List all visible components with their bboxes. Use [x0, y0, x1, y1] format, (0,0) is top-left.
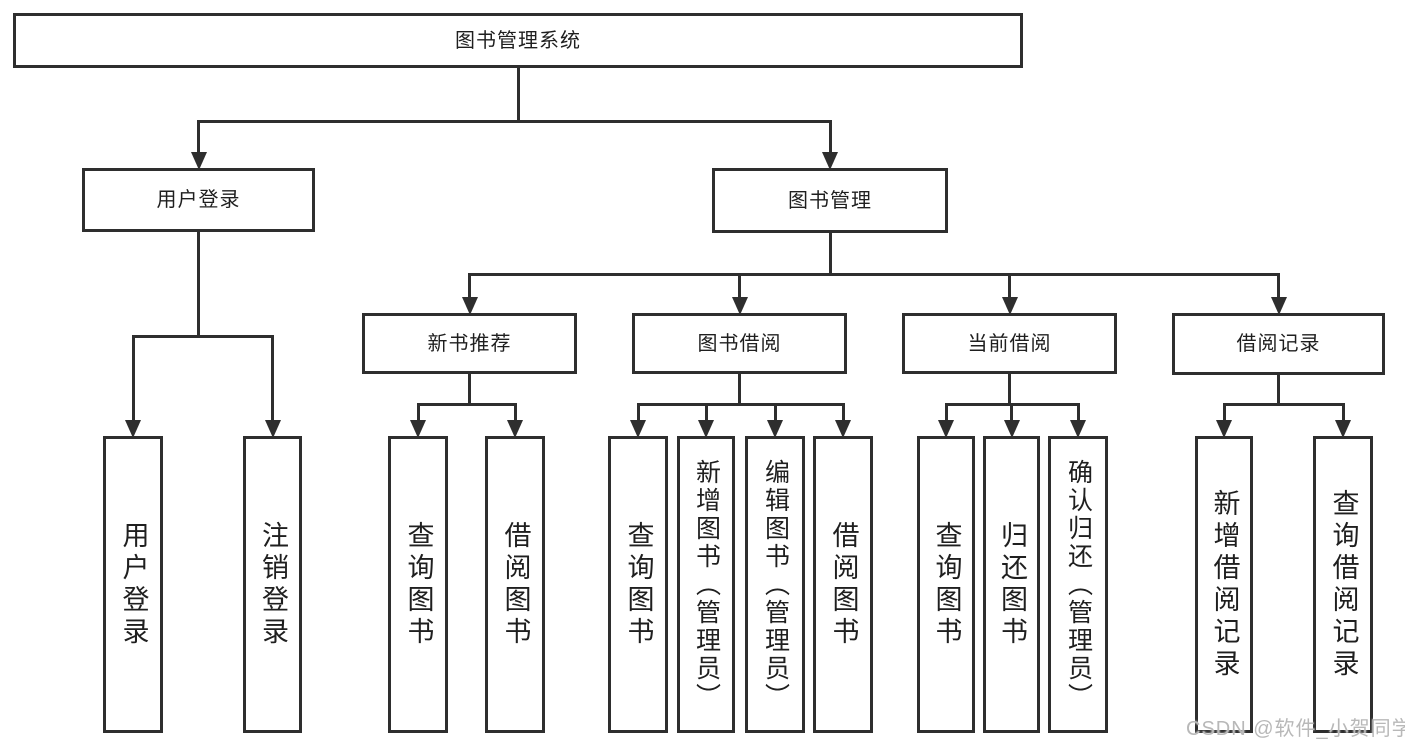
connector-line [197, 120, 832, 123]
diagram-node-book-borrow: 图书借阅 [632, 313, 847, 374]
diagram-node-leaf-logout: 注销登录 [243, 436, 302, 733]
diagram-node-label: 查询借阅记录 [1328, 488, 1359, 681]
diagram-node-label: 用户登录 [118, 520, 149, 649]
arrowhead-down-icon [264, 420, 281, 438]
connector-line [468, 273, 1280, 276]
diagram-node-user-login: 用户登录 [82, 168, 315, 232]
connector-line [513, 403, 517, 422]
diagram-node-label: 查询图书 [403, 520, 434, 649]
connector-line [636, 403, 845, 406]
diagram-node-root: 图书管理系统 [13, 13, 1023, 68]
arrowhead-down-icon [1003, 420, 1020, 438]
arrowhead-down-icon [822, 152, 838, 170]
connector-line [131, 335, 135, 422]
connector-line [1008, 273, 1011, 299]
arrowhead-down-icon [410, 420, 426, 438]
connector-line [197, 120, 200, 154]
connector-line [704, 403, 708, 422]
diagram-node-label: 当前借阅 [967, 332, 1052, 355]
connector-line [841, 403, 845, 422]
diagram-node-label: 编辑图书（管理员） [761, 458, 790, 711]
connector-line [773, 403, 777, 422]
arrowhead-down-icon [125, 420, 141, 438]
arrowhead-down-icon [1070, 420, 1086, 438]
connector-line [1222, 403, 1226, 422]
diagram-node-label: 注销登录 [258, 520, 288, 649]
diagram-node-label: 借阅记录 [1236, 333, 1321, 355]
connector-line [416, 403, 420, 422]
diagram-node-label: 确认归还（管理员） [1064, 458, 1093, 711]
diagram-node-label: 新增借阅记录 [1209, 488, 1240, 681]
connector-line [1277, 374, 1280, 406]
diagram-node-leaf-edit-book: 编辑图书（管理员） [745, 436, 805, 733]
connector-line [738, 273, 741, 299]
diagram-node-label: 用户登录 [156, 189, 241, 211]
diagram-node-new-book-rec: 新书推荐 [362, 313, 577, 374]
arrowhead-down-icon [1270, 297, 1287, 315]
diagram-node-leaf-add-record: 新增借阅记录 [1195, 436, 1253, 733]
diagram-node-leaf-borrow-book-2: 借阅图书 [813, 436, 873, 733]
arrowhead-down-icon [767, 420, 783, 438]
arrowhead-down-icon [507, 420, 523, 438]
diagram-node-label: 新增图书（管理员） [692, 458, 721, 711]
connector-line [1341, 403, 1345, 422]
diagram-node-leaf-confirm-return: 确认归还（管理员） [1048, 436, 1108, 733]
connector-line [944, 403, 948, 422]
diagram-node-leaf-borrow-book-1: 借阅图书 [485, 436, 545, 733]
diagram-node-leaf-query-book-3: 查询图书 [917, 436, 975, 733]
arrowhead-down-icon [698, 420, 714, 438]
arrowhead-down-icon [835, 420, 851, 438]
connector-line [131, 335, 274, 338]
connector-line [1076, 403, 1080, 422]
diagram-node-label: 查询图书 [931, 520, 962, 649]
arrowhead-down-icon [461, 297, 478, 315]
connector-line [1277, 273, 1280, 299]
diagram-node-leaf-add-book: 新增图书（管理员） [677, 436, 735, 733]
diagram-node-label: 图书管理 [788, 189, 872, 212]
diagram-node-borrow-records: 借阅记录 [1172, 313, 1385, 375]
diagram-node-leaf-return-book: 归还图书 [983, 436, 1040, 733]
diagram-node-label: 借阅图书 [828, 520, 859, 649]
connector-line [416, 403, 517, 406]
connector-line [516, 67, 520, 123]
diagram-node-leaf-query-book-1: 查询图书 [388, 436, 448, 733]
diagram-node-label: 新书推荐 [427, 332, 512, 355]
diagram-node-leaf-user-login: 用户登录 [103, 436, 163, 733]
diagram-node-label: 归还图书 [997, 520, 1027, 649]
connector-line [468, 373, 471, 406]
connector-line [1010, 403, 1013, 422]
arrowhead-down-icon [1001, 297, 1018, 315]
connector-line [738, 373, 741, 406]
connector-line [828, 232, 832, 276]
diagram-node-leaf-query-book-2: 查询图书 [608, 436, 668, 733]
arrowhead-down-icon [630, 420, 646, 438]
arrowhead-down-icon [938, 420, 954, 438]
connector-line [828, 120, 832, 154]
arrowhead-down-icon [1216, 420, 1232, 438]
connector-line [1008, 373, 1011, 406]
diagram-node-label: 图书借阅 [697, 332, 782, 355]
connector-line [271, 335, 274, 422]
arrowhead-down-icon [731, 297, 748, 315]
arrowhead-down-icon [190, 152, 207, 170]
diagram-node-label: 图书管理系统 [455, 29, 581, 52]
csdn-watermark: CSDN @软件_小贺同学 [1186, 718, 1405, 740]
connector-line [468, 273, 471, 299]
diagram-node-leaf-query-record: 查询借阅记录 [1313, 436, 1373, 733]
connector-line [197, 231, 200, 338]
connector-line [636, 403, 640, 422]
diagram-node-book-mgmt: 图书管理 [712, 168, 948, 233]
connector-line [1222, 403, 1345, 406]
diagram-node-current-borrow: 当前借阅 [902, 313, 1117, 374]
diagram-node-label: 借阅图书 [500, 520, 531, 649]
arrowhead-down-icon [1335, 420, 1351, 438]
diagram-node-label: 查询图书 [623, 520, 654, 649]
